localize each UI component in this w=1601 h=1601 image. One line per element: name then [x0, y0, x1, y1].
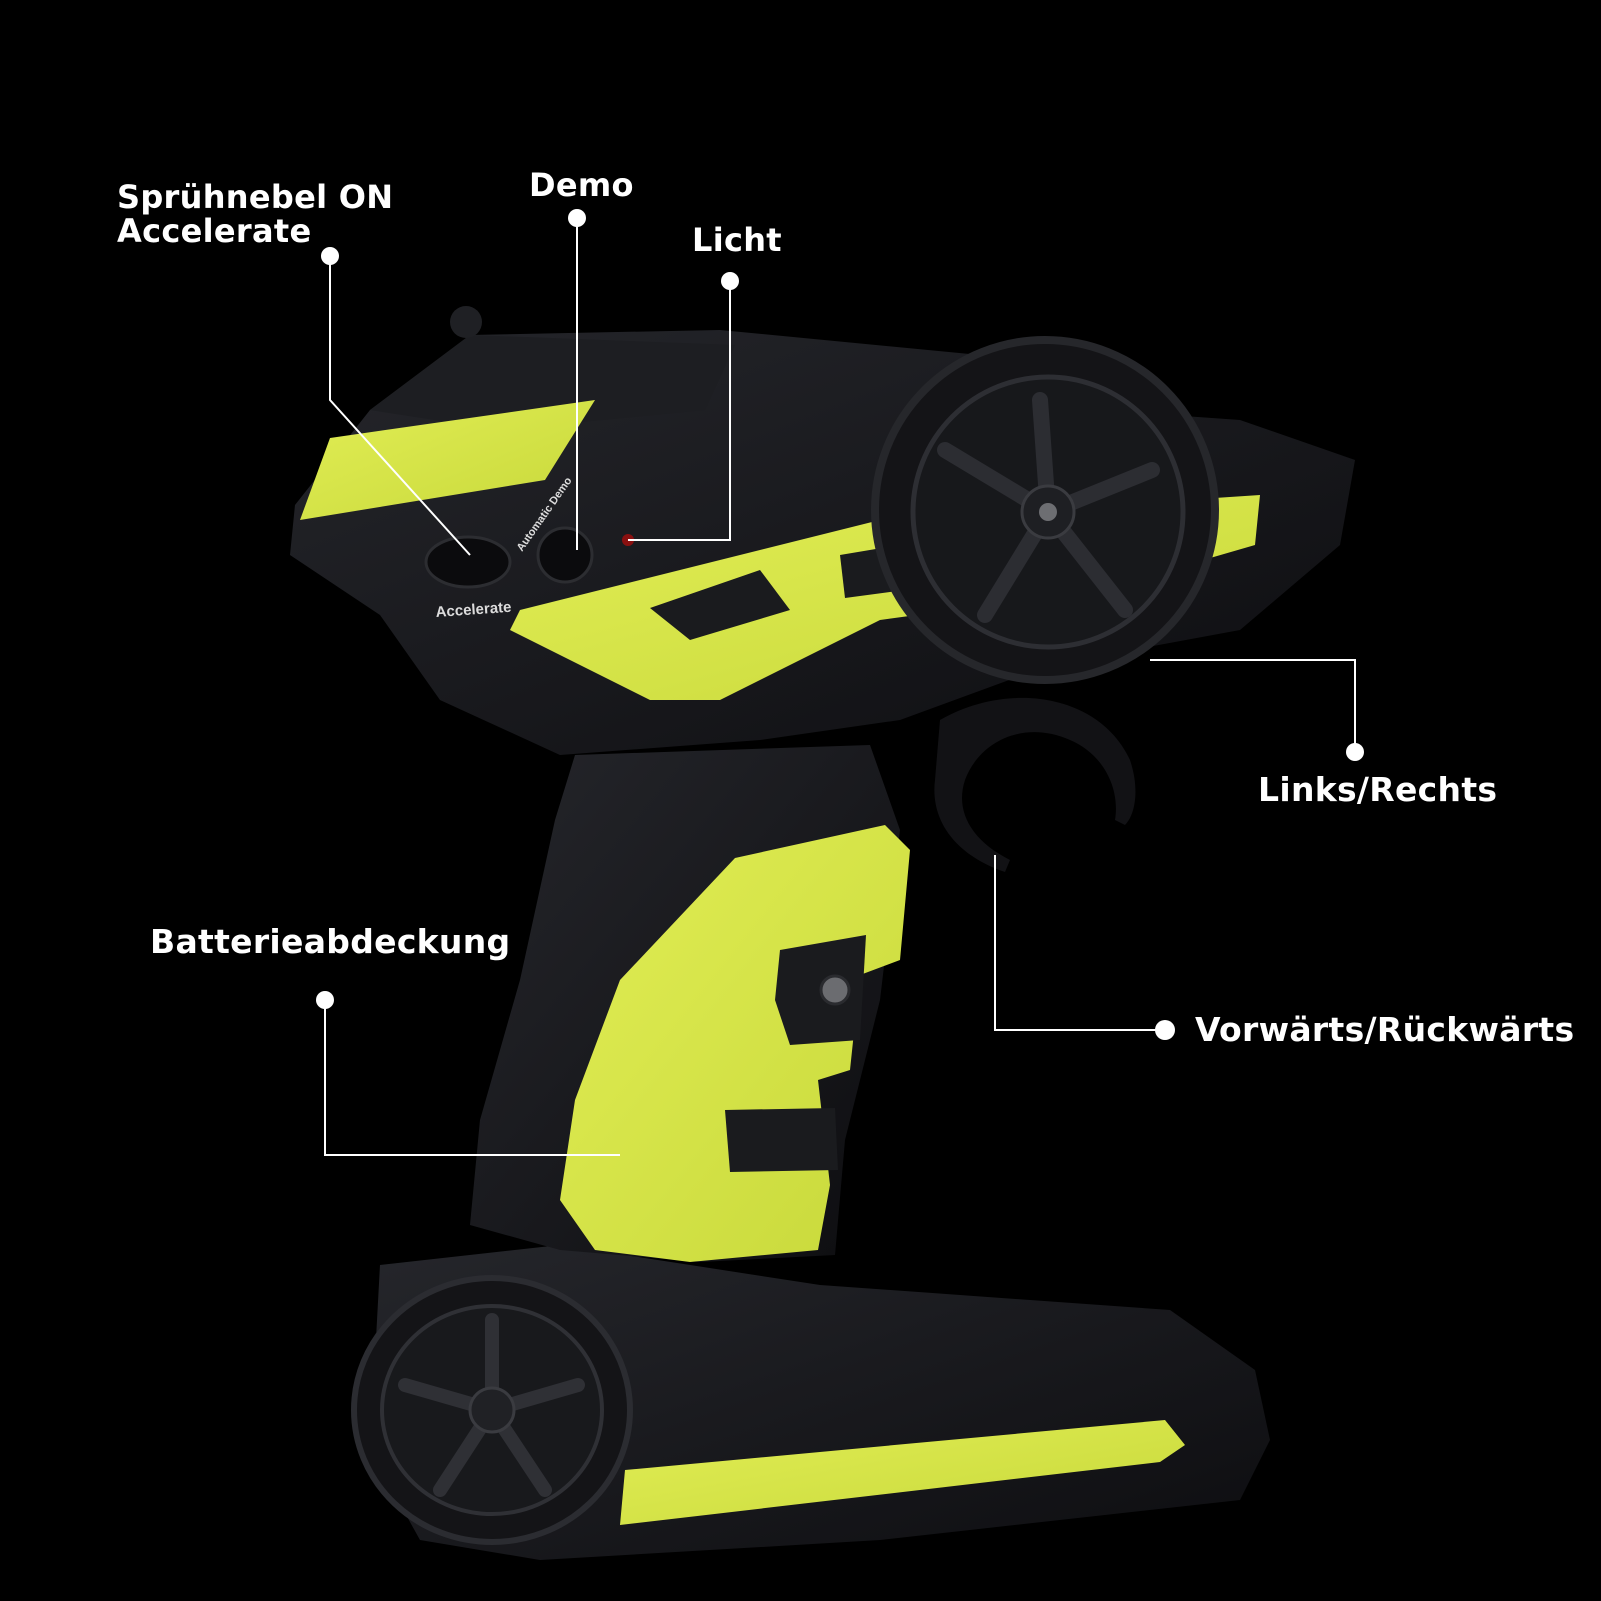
trigger[interactable]	[934, 697, 1136, 872]
steering-wheel-icon[interactable]	[871, 336, 1219, 684]
licht-label: Licht	[692, 221, 782, 259]
callout-lines	[324, 218, 1356, 1156]
spray-label-line2: Accelerate	[117, 212, 312, 250]
demo-button[interactable]	[536, 526, 594, 584]
accelerate-button-label: Accelerate	[435, 599, 512, 621]
spray-accelerate-label: Sprühnebel ON Accelerate	[117, 180, 393, 248]
demo-label: Demo	[529, 166, 634, 204]
batterieabdeckung-label: Batterieabdeckung	[150, 922, 511, 961]
links-rechts-label: Links/Rechts	[1258, 770, 1498, 809]
callout-dots	[316, 209, 1364, 1040]
spray-label-line1: Sprühnebel ON	[117, 178, 394, 216]
accelerate-button[interactable]	[424, 535, 512, 589]
grip-handle	[470, 745, 910, 1262]
vorwaerts-rueckwaerts-label: Vorwärts/Rückwärts	[1195, 1010, 1575, 1049]
rear-wheel-icon	[351, 1275, 633, 1545]
